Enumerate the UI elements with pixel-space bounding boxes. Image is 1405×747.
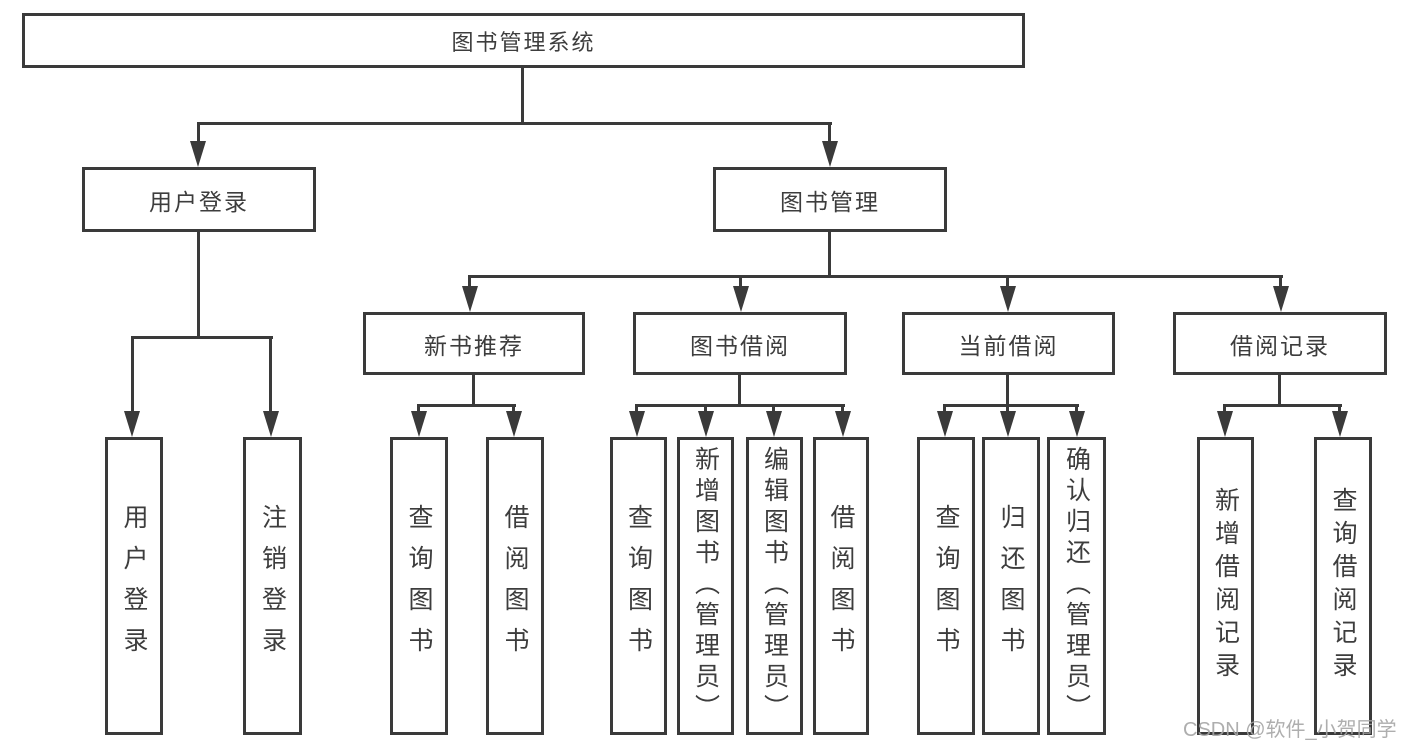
node-new-book-recommendation: 新书推荐 <box>363 312 585 375</box>
node-root-label: 图书管理系统 <box>451 29 596 55</box>
connector-line <box>1075 404 1078 414</box>
connector-line <box>1278 374 1281 407</box>
connector-line <box>417 404 516 407</box>
arrow-down-icon <box>263 411 279 437</box>
connector-line <box>521 66 524 124</box>
connector-line <box>197 122 200 144</box>
leaf-query-borrow-record-label: 查询借阅记录 <box>1329 487 1357 685</box>
connector-line <box>197 122 832 125</box>
leaf-query-books-borrowing: 查询图书 <box>610 437 667 735</box>
connector-line <box>943 404 946 414</box>
arrow-down-icon <box>1000 411 1016 437</box>
connector-line <box>131 336 273 339</box>
node-book-management-label: 图书管理 <box>780 188 880 215</box>
leaf-edit-books-admin-label: 编辑图书（管理员） <box>760 446 789 725</box>
connector-line <box>739 275 742 289</box>
leaf-borrow-books: 借阅图书 <box>813 437 869 735</box>
connector-line <box>1006 275 1009 289</box>
leaf-query-books-current-label: 查询图书 <box>932 504 960 668</box>
arrow-down-icon <box>462 286 478 312</box>
node-user-login: 用户登录 <box>82 167 316 232</box>
connector-line <box>635 404 845 407</box>
connector-line <box>1279 275 1282 289</box>
leaf-add-borrow-record: 新增借阅记录 <box>1197 437 1254 735</box>
arrow-down-icon <box>411 411 427 437</box>
connector-line <box>943 404 1079 407</box>
leaf-confirm-return-admin-label: 确认归还（管理员） <box>1062 446 1091 725</box>
leaf-edit-books-admin: 编辑图书（管理员） <box>746 437 803 735</box>
leaf-logout-label: 注销登录 <box>258 504 287 668</box>
connector-line <box>704 404 707 414</box>
leaf-query-books-borrowing-label: 查询图书 <box>624 504 653 668</box>
node-current-borrowing-label: 当前借阅 <box>958 332 1059 359</box>
node-root-library-system: 图书管理系统 <box>22 13 1025 68</box>
node-current-borrowing: 当前借阅 <box>902 312 1115 375</box>
arrow-down-icon <box>822 141 838 167</box>
node-borrowing-records-label: 借阅记录 <box>1230 332 1330 359</box>
arrow-down-icon <box>1000 286 1016 312</box>
leaf-confirm-return-admin: 确认归还（管理员） <box>1047 437 1106 735</box>
leaf-add-books-admin: 新增图书（管理员） <box>677 437 734 735</box>
arrow-down-icon <box>835 411 851 437</box>
node-book-borrowing-label: 图书借阅 <box>690 332 790 359</box>
node-new-book-recommendation-label: 新书推荐 <box>424 332 524 359</box>
connector-line <box>1223 404 1342 407</box>
leaf-add-borrow-record-label: 新增借阅记录 <box>1211 487 1240 685</box>
leaf-logout: 注销登录 <box>243 437 302 735</box>
leaf-return-books-label: 归还图书 <box>997 504 1025 668</box>
arrow-down-icon <box>1273 286 1289 312</box>
watermark-csdn: CSDN @软件_小贺同学 <box>1183 719 1397 741</box>
connector-line <box>1006 374 1009 407</box>
leaf-add-books-admin-label: 新增图书（管理员） <box>691 446 720 725</box>
connector-line <box>1006 404 1009 414</box>
arrow-down-icon <box>766 411 782 437</box>
connector-line <box>1223 404 1226 414</box>
leaf-borrow-books-recommend: 借阅图书 <box>486 437 544 735</box>
leaf-borrow-books-recommend-label: 借阅图书 <box>501 504 529 668</box>
node-user-login-label: 用户登录 <box>149 188 249 215</box>
arrow-down-icon <box>506 411 522 437</box>
connector-line <box>828 122 831 144</box>
connector-line <box>828 231 831 278</box>
leaf-query-books-recommend: 查询图书 <box>390 437 448 735</box>
leaf-user-login-label: 用户登录 <box>120 504 148 668</box>
connector-line <box>472 374 475 407</box>
connector-line <box>512 404 515 414</box>
node-borrowing-records: 借阅记录 <box>1173 312 1387 375</box>
arrow-down-icon <box>733 286 749 312</box>
arrow-down-icon <box>1069 411 1085 437</box>
leaf-user-login: 用户登录 <box>105 437 163 735</box>
connector-line <box>841 404 844 414</box>
connector-line <box>635 404 638 414</box>
arrow-down-icon <box>1332 411 1348 437</box>
leaf-query-books-current: 查询图书 <box>917 437 975 735</box>
leaf-return-books: 归还图书 <box>982 437 1040 735</box>
arrow-down-icon <box>937 411 953 437</box>
connector-line <box>417 404 420 414</box>
leaf-query-borrow-record: 查询借阅记录 <box>1314 437 1372 735</box>
arrow-down-icon <box>190 141 206 167</box>
connector-line <box>269 336 272 414</box>
connector-line <box>738 374 741 407</box>
leaf-query-books-recommend-label: 查询图书 <box>405 504 433 668</box>
arrow-down-icon <box>1217 411 1233 437</box>
arrow-down-icon <box>698 411 714 437</box>
arrow-down-icon <box>124 411 140 437</box>
connector-line <box>468 275 1283 278</box>
node-book-borrowing: 图书借阅 <box>633 312 847 375</box>
arrow-down-icon <box>629 411 645 437</box>
connector-line <box>1338 404 1341 414</box>
connector-line <box>131 336 134 414</box>
connector-line <box>468 275 471 289</box>
leaf-borrow-books-label: 借阅图书 <box>827 504 855 668</box>
connector-line <box>772 404 775 414</box>
node-book-management: 图书管理 <box>713 167 947 232</box>
connector-line <box>197 231 200 339</box>
